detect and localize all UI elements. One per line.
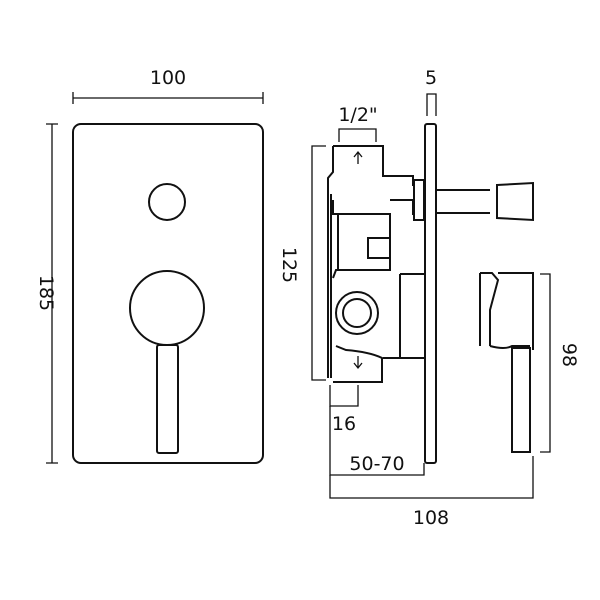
handle-height-dimension: 98: [540, 273, 580, 453]
body-height-dimension: 125: [278, 145, 326, 381]
thickness-dimension: 5: [425, 67, 437, 116]
cover-plate: [72, 123, 264, 464]
spout: [437, 181, 534, 222]
height-dimension: 185: [35, 123, 58, 464]
front-view: 100 185: [35, 67, 264, 464]
width-dimension: 100: [72, 67, 264, 104]
inlet-dimension: 16: [329, 385, 359, 435]
diverter-button: [148, 183, 186, 221]
inlet-label: 16: [332, 413, 356, 435]
width-label: 100: [150, 67, 186, 89]
body-height-label: 125: [278, 247, 300, 283]
thread-dimension: 1/2": [338, 104, 378, 142]
height-label: 185: [35, 275, 57, 311]
wall-depth-label: 50-70: [349, 453, 404, 475]
thread-label: 1/2": [338, 104, 377, 126]
wall-depth-dimension: 50-70: [329, 406, 425, 476]
thickness-label: 5: [425, 67, 437, 89]
handle-rosette: [129, 270, 205, 346]
plate-side: [424, 123, 437, 464]
overall-depth-label: 108: [413, 507, 449, 529]
lever-handle: [156, 344, 179, 454]
handle-side: [479, 272, 534, 453]
valve-body: [327, 145, 425, 383]
handle-height-label: 98: [558, 343, 580, 367]
outlet-ring: [335, 291, 379, 335]
overall-depth-dimension: 108: [329, 456, 534, 529]
side-view: 5 1/2" 125 16 50-70 108 98: [278, 67, 580, 529]
